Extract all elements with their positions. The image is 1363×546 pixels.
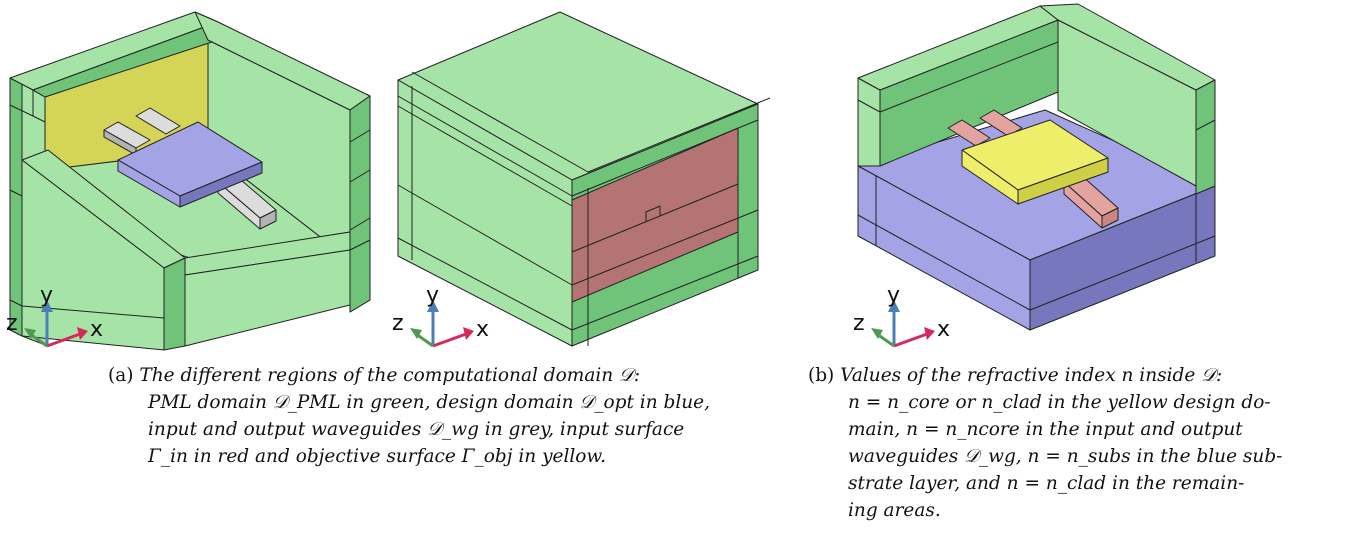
caption-b-line: ing areas. — [848, 500, 941, 521]
caption-a: (a) The different regions of the computa… — [108, 362, 728, 470]
caption-b-line: waveguides 𝒟_wg, n = n_subs in the blue … — [848, 446, 1283, 467]
axis-label-x: x — [90, 317, 103, 342]
caption-b-line: n = n_core or n_clad in the yellow desig… — [848, 392, 1271, 413]
caption-b: (b) Values of the refractive index n ins… — [808, 362, 1338, 524]
caption-a-line: input and output waveguides 𝒟_wg in grey… — [148, 419, 685, 440]
caption-a-tag: (a) — [108, 365, 134, 386]
pml-left-front2 — [9, 77, 23, 337]
caption-a-line: PML domain 𝒟_PML in green, design domain… — [148, 392, 710, 413]
caption-b-line: strate layer, and n = n_clad in the rema… — [848, 473, 1245, 494]
panel-b-closed-box — [397, 11, 771, 347]
input-waveguide-2 — [135, 107, 181, 135]
axis-label-y: y — [426, 283, 439, 308]
design-core-side — [1017, 157, 1109, 205]
axis-label-x: x — [476, 317, 489, 342]
axes-triad-a — [24, 300, 88, 348]
design-domain-side — [179, 161, 263, 208]
axis-label-z: z — [853, 311, 865, 336]
axis-label-y: y — [887, 283, 900, 308]
axis-label-z: z — [392, 311, 404, 336]
pml-floor-side — [349, 239, 371, 313]
core-waveguide-2 — [979, 109, 1023, 137]
axes-triad-b — [410, 300, 474, 348]
caption-a-text: The different regions of the computation… — [139, 365, 641, 386]
core-waveguide-1 — [947, 119, 991, 147]
caption-b-line: (b) Values of the refractive index n ins… — [808, 362, 1338, 389]
axis-label-z: z — [6, 311, 18, 336]
substrate-right — [1029, 185, 1216, 331]
axis-label-x: x — [937, 317, 950, 342]
clad-right-front — [1195, 79, 1216, 195]
caption-a-line: Γ_in in red and objective surface Γ_obj … — [148, 446, 606, 467]
caption-a-line: (a) The different regions of the computa… — [108, 362, 728, 389]
panel-a-cutaway — [9, 11, 371, 351]
caption-b-tag: (b) — [808, 365, 835, 386]
core-waveguide-out-front — [1063, 181, 1103, 229]
clad-left-side — [857, 77, 881, 167]
panel-c-refractive-index — [857, 3, 1216, 331]
axes-triad-c — [871, 300, 935, 348]
axis-label-y: y — [40, 283, 53, 308]
caption-b-line: main, n = n_ncore in the input and outpu… — [848, 419, 1243, 440]
figure-panels: y x z y x z y x z — [6, 3, 1216, 351]
pml-front-side — [163, 257, 186, 351]
caption-b-text: Values of the refractive index n inside … — [840, 365, 1223, 386]
